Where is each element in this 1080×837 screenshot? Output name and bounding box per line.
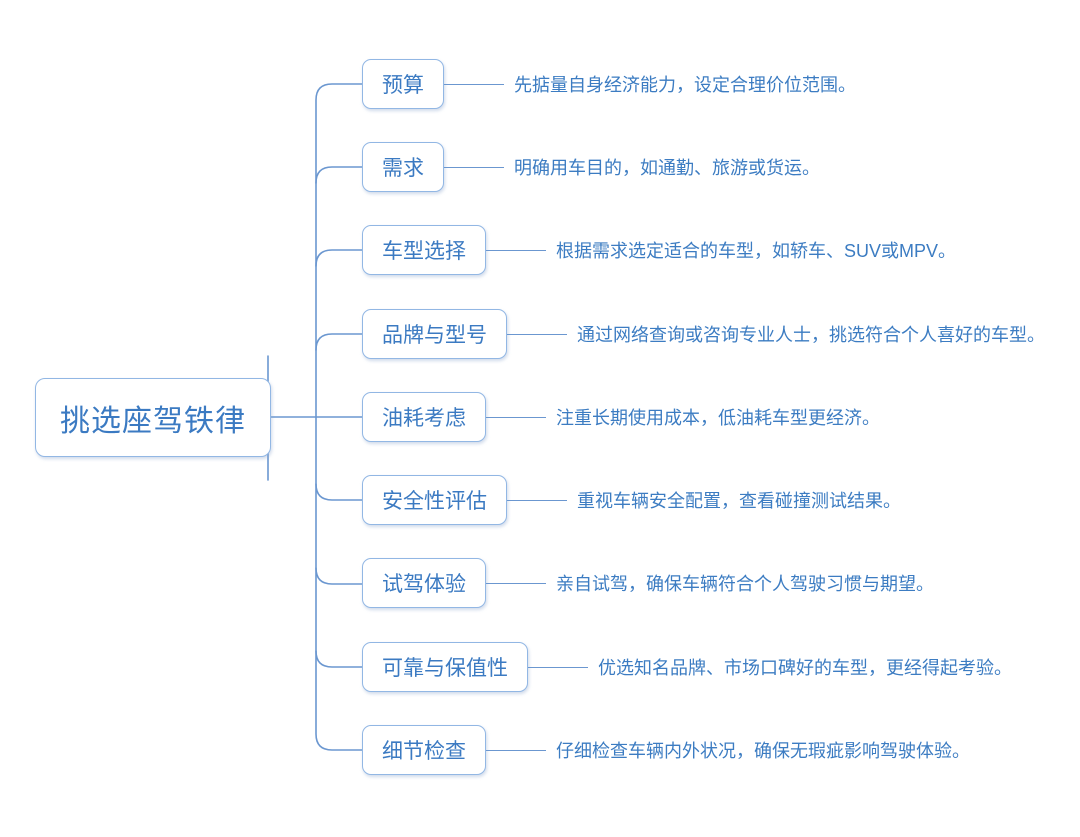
branch-row: 可靠与保值性 优选知名品牌、市场口碑好的车型，更经得起考验。 [362,642,1012,692]
node-description[interactable]: 优选知名品牌、市场口碑好的车型，更经得起考验。 [598,658,1012,678]
node-description[interactable]: 重视车辆安全配置，查看碰撞测试结果。 [577,491,901,511]
root-node[interactable]: 挑选座驾铁律 [35,378,271,457]
branch-connector [444,83,504,85]
node-description[interactable]: 明确用车目的，如通勤、旅游或货运。 [514,158,820,178]
branch-row: 细节检查 仔细检查车辆内外状况，确保无瑕疵影响驾驶体验。 [362,725,970,775]
node-needs[interactable]: 需求 [362,142,444,192]
branch-connector [486,582,546,584]
node-description[interactable]: 仔细检查车辆内外状况，确保无瑕疵影响驾驶体验。 [556,741,970,761]
node-description[interactable]: 先掂量自身经济能力，设定合理价位范围。 [514,75,856,95]
branch-row: 需求 明确用车目的，如通勤、旅游或货运。 [362,142,820,192]
node-description[interactable]: 注重长期使用成本，低油耗车型更经济。 [556,408,880,428]
node-detail-inspection[interactable]: 细节检查 [362,725,486,775]
branch-connector [486,249,546,251]
node-label: 安全性评估 [382,490,487,513]
node-budget[interactable]: 预算 [362,59,444,109]
branch-row: 安全性评估 重视车辆安全配置，查看碰撞测试结果。 [362,475,901,525]
node-safety-evaluation[interactable]: 安全性评估 [362,475,507,525]
branch-row: 油耗考虑 注重长期使用成本，低油耗车型更经济。 [362,392,880,442]
node-test-drive[interactable]: 试驾体验 [362,558,486,608]
branch-row: 品牌与型号 通过网络查询或咨询专业人士，挑选符合个人喜好的车型。 [362,309,1045,359]
node-brand-and-model[interactable]: 品牌与型号 [362,309,507,359]
node-description[interactable]: 通过网络查询或咨询专业人士，挑选符合个人喜好的车型。 [577,325,1045,345]
branch-row: 车型选择 根据需求选定适合的车型，如轿车、SUV或MPV。 [362,225,956,275]
node-label: 细节检查 [382,740,466,763]
branch-connector [528,666,588,668]
node-label: 品牌与型号 [382,324,487,347]
branch-row: 预算 先掂量自身经济能力，设定合理价位范围。 [362,59,856,109]
node-fuel-consumption[interactable]: 油耗考虑 [362,392,486,442]
branch-connector [486,749,546,751]
node-label: 车型选择 [382,240,466,263]
node-description[interactable]: 根据需求选定适合的车型，如轿车、SUV或MPV。 [556,241,957,261]
branch-connector [486,416,546,418]
node-model-selection[interactable]: 车型选择 [362,225,486,275]
node-reliability-resale[interactable]: 可靠与保值性 [362,642,528,692]
branch-row: 试驾体验 亲自试驾，确保车辆符合个人驾驶习惯与期望。 [362,558,934,608]
node-label: 需求 [382,157,424,180]
node-label: 可靠与保值性 [382,657,508,680]
node-description[interactable]: 亲自试驾，确保车辆符合个人驾驶习惯与期望。 [556,574,934,594]
branch-connector [444,166,504,168]
node-label: 预算 [382,74,424,97]
branch-connector [507,333,567,335]
root-node-label: 挑选座驾铁律 [60,404,246,438]
node-label: 试驾体验 [382,573,466,596]
branch-connector [507,499,567,501]
node-label: 油耗考虑 [382,407,466,430]
